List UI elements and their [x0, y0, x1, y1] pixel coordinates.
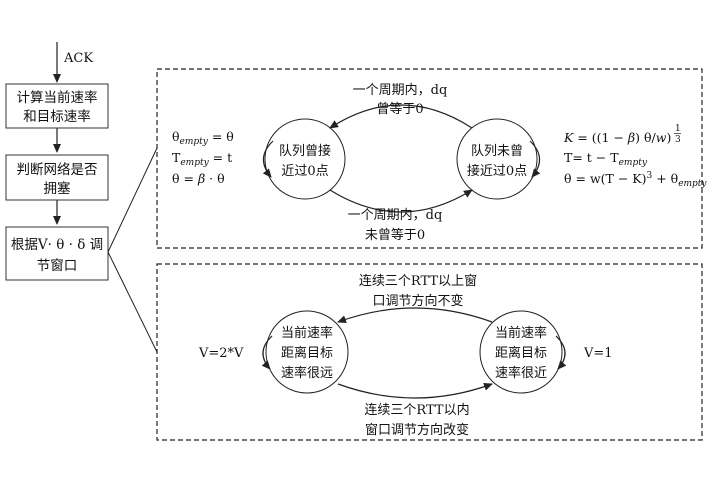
bottom-arrow-lower [338, 384, 492, 398]
bottom-lower-label-line1: 连续三个RTT以内 [364, 402, 469, 418]
ack-label: ACK [63, 51, 93, 66]
state-rate-far-line1: 当前速率 [281, 325, 333, 341]
state-rate-far-line3: 速率很远 [281, 365, 333, 381]
step-congestion-check-line1: 判断网络是否 [17, 162, 98, 178]
step-adjust-window-line2: 节窗口 [37, 257, 78, 274]
formula-theta-update: θ = β · θ [172, 171, 225, 186]
formula-t-empty: Tempty = t [172, 150, 232, 168]
bottom-right-loop-label: V=1 [583, 346, 613, 361]
top-lower-label-line2: 未曾等于0 [365, 227, 425, 243]
top-upper-label-line1: 一个周期内，dq [353, 82, 448, 98]
state-queue-near-zero-line2: 近过0点 [281, 164, 328, 179]
state-rate-near-line2: 距离目标 [495, 345, 547, 361]
formula-k-exp-den: 3 [675, 135, 681, 145]
step-compute-rate-line2: 和目标速率 [23, 108, 91, 125]
formula-k: K = ((1 − β) θ/w) [563, 130, 671, 145]
formula-k-exp-num: 1 [675, 124, 681, 134]
state-queue-not-near-zero-line1: 队列未曾 [471, 144, 523, 159]
state-rate-far-line2: 距离目标 [281, 345, 333, 361]
bottom-upper-label-line2: 口调节方向不变 [372, 293, 463, 309]
state-queue-not-near-zero [457, 119, 537, 199]
state-rate-near-line1: 当前速率 [495, 325, 547, 341]
bottom-upper-label-line1: 连续三个RTT以上窗 [359, 273, 477, 289]
state-rate-near-line3: 速率很近 [495, 365, 547, 381]
formula-theta-cubic: θ = w(T − K)3 + θempty [564, 171, 707, 189]
top-lower-label-line1: 一个周期内，dq [348, 207, 443, 223]
bottom-left-loop-label: V=2*V [198, 346, 244, 361]
step-compute-rate-line1: 计算当前速率 [17, 89, 98, 106]
formula-t: T= t − Tempty [564, 150, 648, 168]
step-adjust-window-line1: 根据V· θ · δ 调 [11, 237, 103, 253]
step-congestion-check-line2: 拥塞 [44, 180, 71, 197]
state-queue-near-zero [265, 119, 345, 199]
formula-theta-empty: θempty = θ [172, 129, 234, 147]
connector-top [108, 148, 157, 252]
bottom-lower-label-line2: 窗口调节方向改变 [365, 422, 469, 438]
state-queue-near-zero-line1: 队列曾接 [279, 143, 331, 159]
state-queue-not-near-zero-line2: 接近过0点 [467, 163, 527, 179]
connector-bottom [108, 252, 157, 352]
top-upper-label-line2: 曾等于0 [376, 101, 423, 117]
bottom-arrow-upper [338, 308, 492, 322]
